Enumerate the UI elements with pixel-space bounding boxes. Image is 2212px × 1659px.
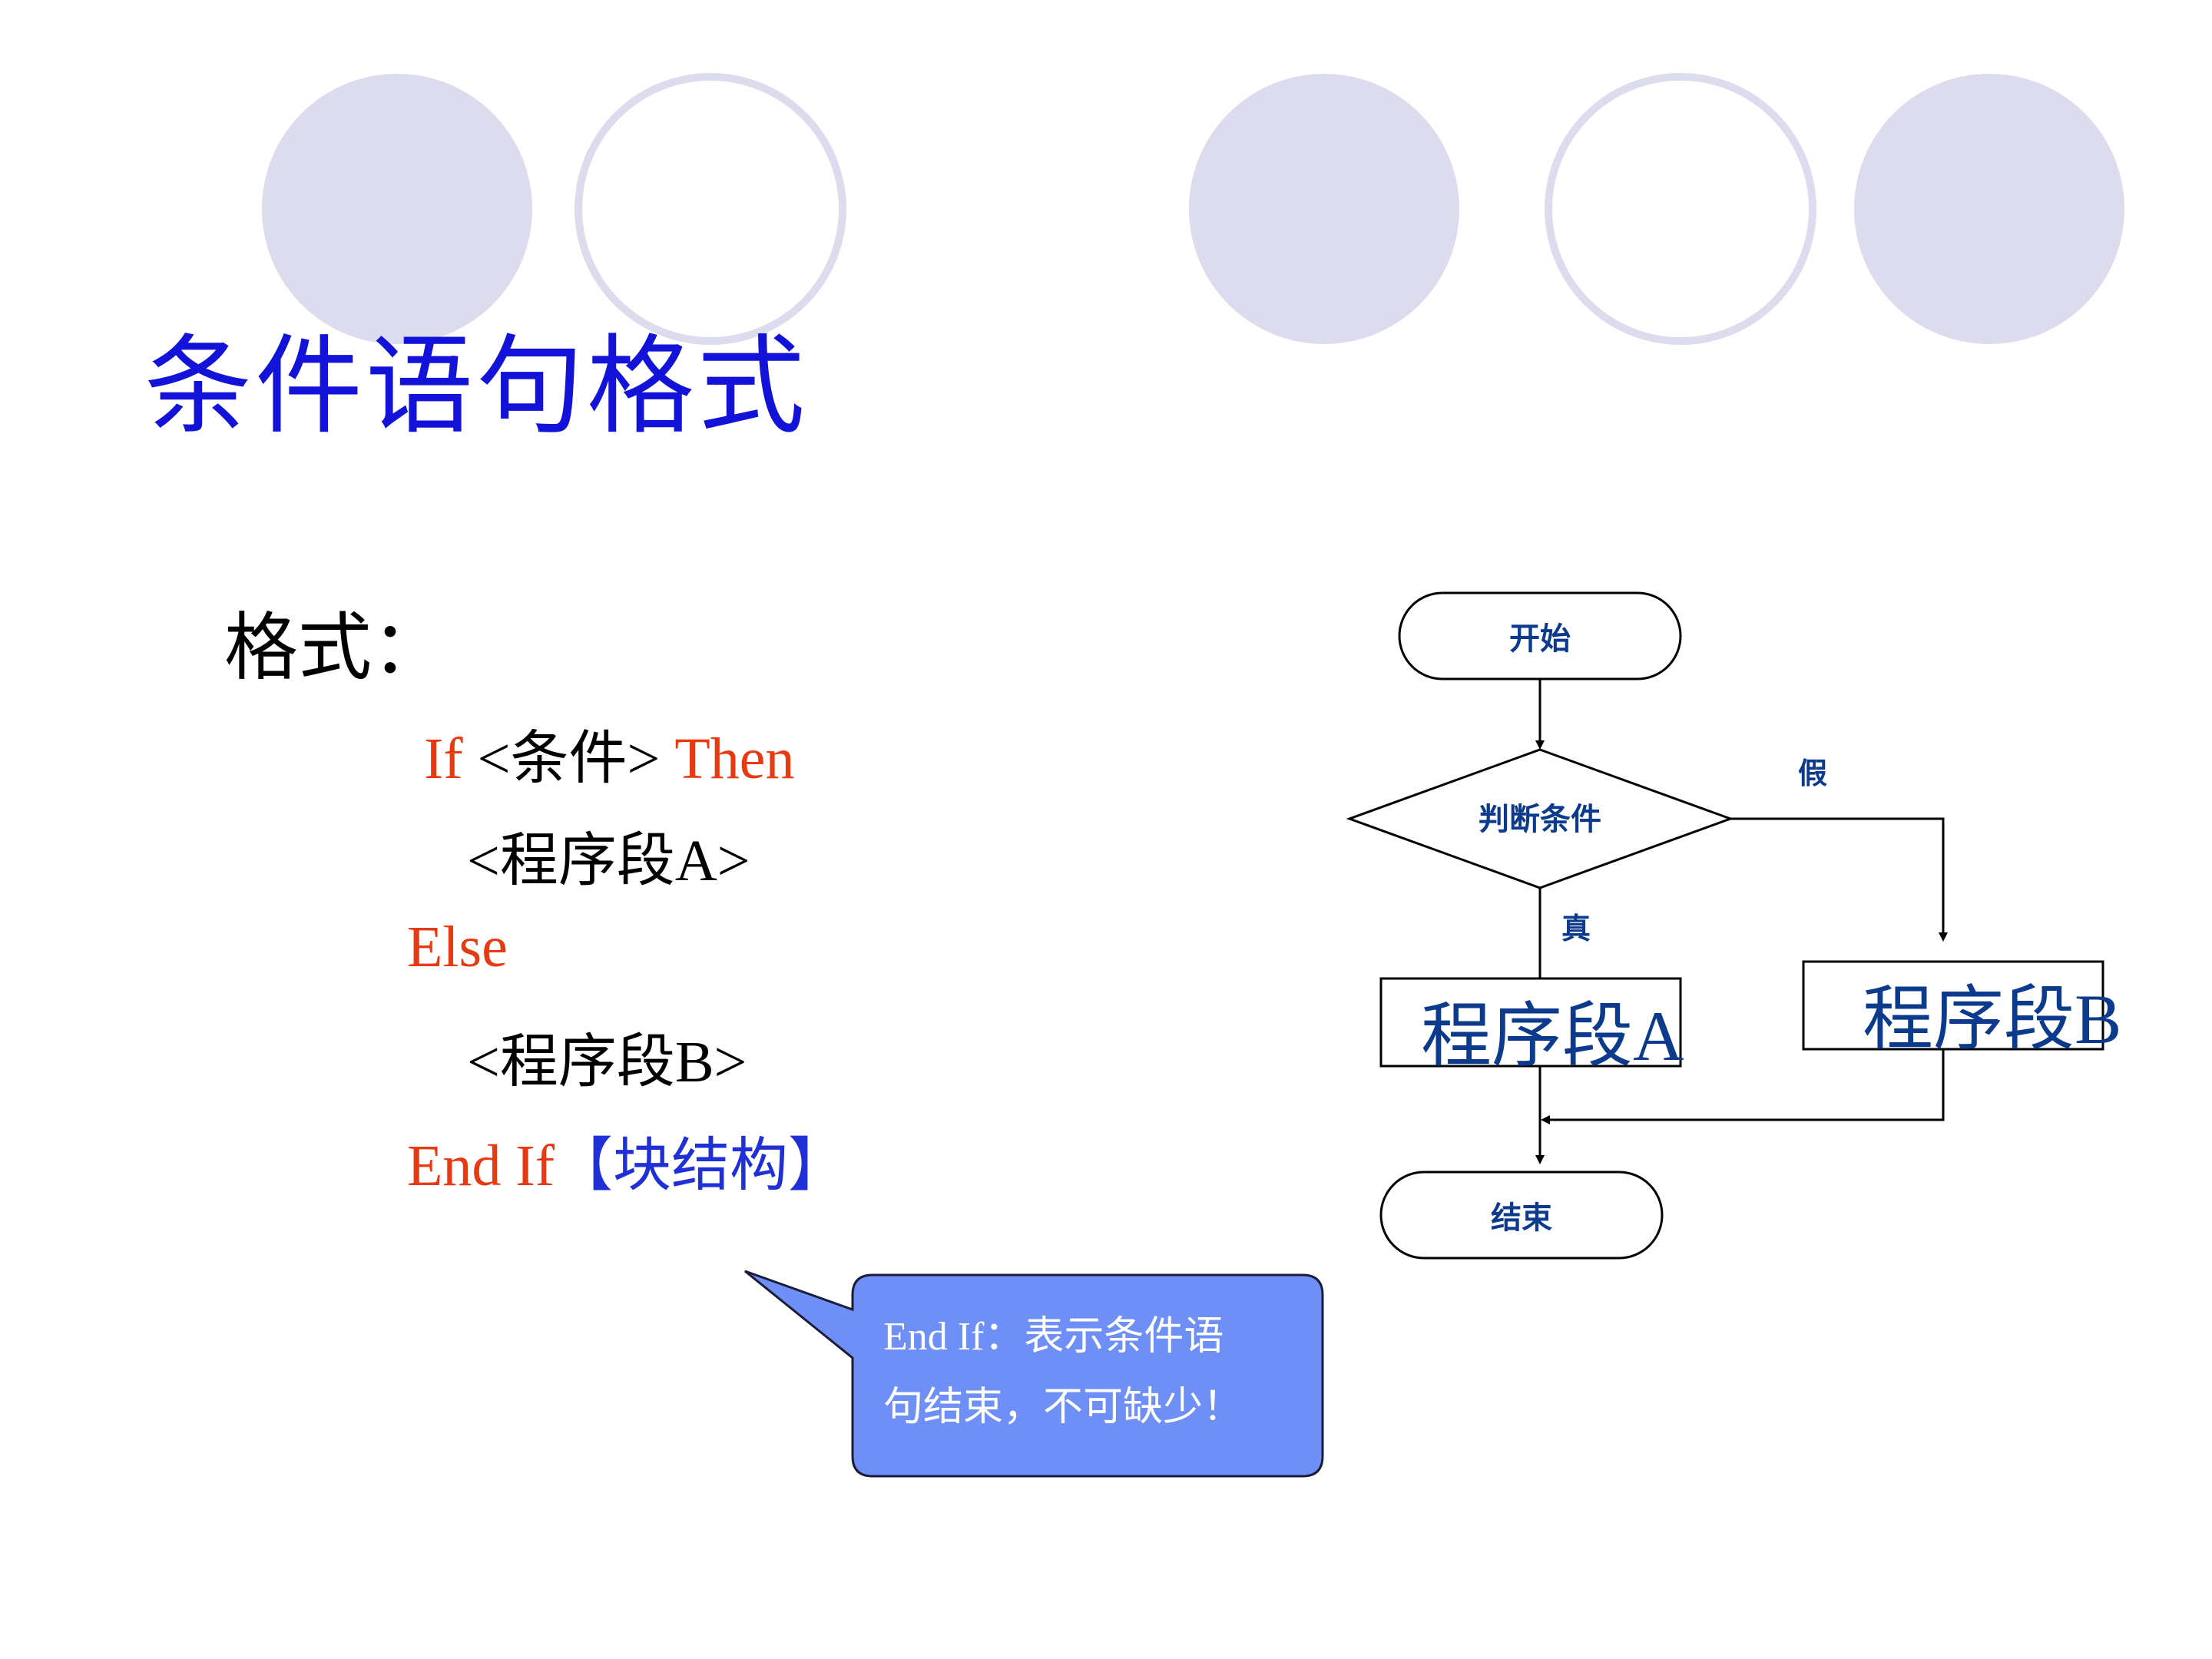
code-line-end-if: End If【块结构】 (407, 1118, 846, 1202)
decor-circle-filled-3 (1854, 74, 2124, 344)
flow-end-node (1379, 1171, 1664, 1260)
keyword-end-if: End If (407, 1134, 555, 1198)
flow-block-b (1802, 960, 2104, 1051)
flow-end-label: 结束 (1491, 1200, 1552, 1236)
format-label: 格式： (224, 604, 445, 690)
block-structure-note: 【块结构】 (555, 1134, 847, 1198)
slide-title: 条件语句格式 (144, 324, 809, 449)
keyword-if: If (424, 727, 463, 791)
decor-circle-ring-2 (1545, 73, 1816, 345)
code-line-block-b: <程序段B> (467, 1030, 747, 1094)
flow-false-label: 假 (1798, 757, 1827, 790)
keyword-else: Else (407, 915, 508, 979)
callout-shape (744, 1270, 1324, 1478)
flow-start-label: 开始 (1509, 621, 1571, 657)
decor-circle-filled-1 (262, 74, 532, 344)
flow-decision-label: 判断条件 (1479, 802, 1601, 837)
flow-true-label: 真 (1561, 912, 1591, 945)
condition-placeholder: <条件> (462, 727, 675, 791)
code-line-else: Else (407, 914, 508, 981)
decor-circle-ring-1 (575, 73, 846, 345)
flow-arrow-b-merge (1541, 1049, 1945, 1124)
flow-block-a-label: 程序段A (1421, 997, 1684, 1075)
code-line-if: If <条件> Then (424, 710, 795, 795)
flow-arrow-false-branch (1730, 817, 1948, 942)
code-line-block-a: <程序段A> (467, 829, 750, 893)
flow-block-b-label: 程序段B (1863, 980, 2121, 1058)
keyword-then: Then (674, 727, 795, 791)
callout-text: End If：表示条件语 句结束，不可缺少！ (883, 1302, 1298, 1443)
flow-block-a (1379, 977, 1682, 1068)
decorative-circles (262, 73, 2124, 345)
callout-line-2: 句结束，不可缺少！ (883, 1386, 1243, 1429)
callout-line-1: End If：表示条件语 (883, 1315, 1224, 1359)
decor-circle-filled-2 (1189, 74, 1459, 344)
